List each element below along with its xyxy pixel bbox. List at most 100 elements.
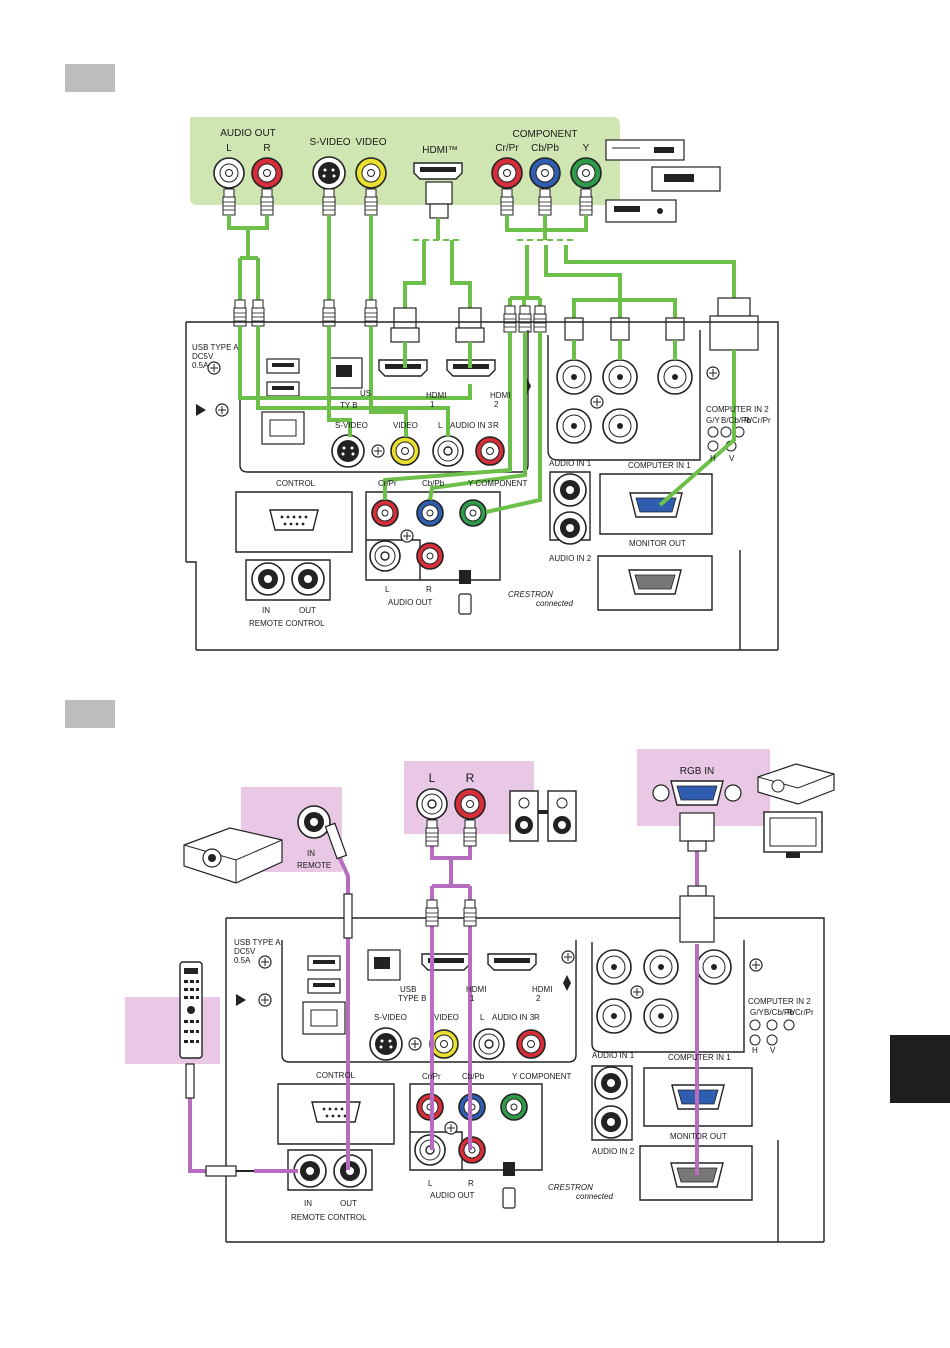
bottom-crpr-port-label: Cr/Pr [422, 1072, 441, 1081]
top-crpr-port-label: Cr/Pr [378, 479, 397, 488]
top-src-crpr-jack [491, 157, 523, 189]
top-audio-out-l-label: L [385, 585, 390, 594]
bottom-remote-control-label: REMOTE CONTROL [291, 1213, 367, 1222]
section-tag-bottom [65, 700, 115, 728]
chapter-tab [890, 1035, 950, 1103]
bottom-audio3-r-label: R [534, 1013, 540, 1022]
bottom-src-r-jack [454, 788, 486, 820]
bottom-audio-out-l-label: L [428, 1179, 433, 1188]
bottom-bcbpb-label: B/Cb/Pb [764, 1008, 794, 1017]
top-audio-l-label: L [226, 143, 232, 154]
top-src-video-jack [355, 157, 387, 189]
top-hdmi-label: HDMI™ [422, 145, 458, 156]
top-audio-out-label: AUDIO OUT [220, 128, 276, 139]
bottom-projector-panel [225, 917, 825, 1243]
top-y-label: Y [583, 143, 590, 154]
top-src-svideo-jack [312, 156, 346, 190]
top-audio3-r-label: R [493, 421, 499, 430]
bottom-component-port-label: Y COMPONENT [512, 1072, 572, 1081]
bottom-l-label: L [429, 771, 436, 785]
remote-control-icon [179, 961, 203, 1059]
bottom-audio-out-r-label: R [468, 1179, 474, 1188]
bottom-hdmi2-label: HDMI [532, 985, 552, 994]
top-v-label: V [729, 454, 735, 463]
bottom-connected-logo-text: connected [576, 1192, 613, 1201]
top-monitor-out-label: MONITOR OUT [629, 539, 686, 548]
top-hdmi2-num: 2 [494, 400, 499, 409]
bottom-rgb-in-port [652, 780, 742, 806]
top-crestron-logo-text: CRESTRON [508, 590, 553, 599]
top-computer-in2-label: COMPUTER IN 2 [706, 405, 769, 414]
top-src-cbpb-jack [529, 157, 561, 189]
top-connected-logo-text: connected [536, 599, 573, 608]
bottom-hdmi2-num: 2 [536, 994, 541, 1003]
bottom-audio-in3-label: AUDIO IN 3 [492, 1013, 535, 1022]
bottom-rcrpr-label: R/Cr/Pr [787, 1008, 814, 1017]
monitor-icon [763, 811, 823, 858]
top-remote-out-label: OUT [299, 606, 316, 615]
top-audio-in3-label: AUDIO IN 3 [450, 421, 493, 430]
top-audio-in1-label: AUDIO IN 1 [549, 459, 592, 468]
bottom-diagram: IN REMOTE L R RGB IN [125, 749, 835, 1243]
top-projector-panel [185, 321, 779, 651]
bottom-remote-in-port-label: IN [304, 1199, 312, 1208]
bottom-computer-in1-label: COMPUTER IN 1 [668, 1053, 731, 1062]
bottom-src-l-jack [416, 788, 448, 820]
bottom-audio-out-port-label: AUDIO OUT [430, 1191, 475, 1200]
bottom-svideo-port-label: S-VIDEO [374, 1013, 407, 1022]
bottom-video-port-label: VIDEO [434, 1013, 459, 1022]
top-svideo-port-label: S-VIDEO [335, 421, 368, 430]
bottom-remote-out-label: OUT [340, 1199, 357, 1208]
bottom-hdmi1-num: 1 [470, 994, 475, 1003]
section-tag-top [65, 64, 115, 92]
projector-icon-left [183, 827, 283, 884]
top-audio-out-port-label: AUDIO OUT [388, 598, 433, 607]
top-hdmi2-label: HDMI [490, 391, 510, 400]
top-video-label: VIDEO [355, 137, 386, 148]
bottom-purple-cables [188, 835, 699, 1175]
bottom-gy-label: G/Y [750, 1008, 764, 1017]
top-src-audio-r-jack [251, 157, 283, 189]
top-crpr-label: Cr/Pr [495, 143, 519, 154]
bottom-cbpb-port-label: Cb/Pb [462, 1072, 485, 1081]
bottom-usb-type-a-label: USB TYPE A [234, 938, 281, 947]
top-src-hdmi-port [413, 162, 463, 180]
bottom-audio-in2-label: AUDIO IN 2 [592, 1147, 635, 1156]
top-computer-in1-label: COMPUTER IN 1 [628, 461, 691, 470]
bottom-monitor-out-label: MONITOR OUT [670, 1132, 727, 1141]
top-dc5v-label: DC5V [192, 352, 214, 361]
top-diagram: AUDIO OUT L R S-VIDEO VIDEO HDMI™ COMPON… [185, 117, 779, 651]
top-component-label: COMPONENT [513, 129, 578, 140]
top-bcbpb-label: B/Cb/Pb [721, 416, 751, 425]
bottom-r-label: R [466, 771, 475, 785]
top-remote-in-label: IN [262, 606, 270, 615]
top-amp-label: 0.5A [192, 361, 209, 370]
bottom-audio3-l-label: L [480, 1013, 485, 1022]
bottom-rgb-in-label: RGB IN [680, 766, 714, 777]
top-hdmi1-label: HDMI [426, 391, 446, 400]
bottom-dc5v-label: DC5V [234, 947, 256, 956]
top-svideo-label: S-VIDEO [309, 137, 350, 148]
bottom-hdmi1-label: HDMI [466, 985, 486, 994]
top-usb-b-label: US [360, 389, 371, 398]
top-green-cables [227, 215, 736, 318]
bottom-v-label: V [770, 1046, 776, 1055]
top-source-devices-icon [605, 139, 721, 223]
bottom-remote-label: REMOTE [297, 861, 331, 870]
bottom-control-label: CONTROL [316, 1071, 356, 1080]
top-src-y-jack [570, 157, 602, 189]
top-audio-in2-label: AUDIO IN 2 [549, 554, 592, 563]
top-cbpb-port-label: Cb/Pb [422, 479, 445, 488]
top-type-b-label: TY B [340, 401, 358, 410]
top-audio-r-label: R [263, 143, 270, 154]
bottom-computer-in2-label: COMPUTER IN 2 [748, 997, 811, 1006]
bottom-usb-label: USB [400, 985, 416, 994]
top-hdmi1-num: 1 [430, 400, 435, 409]
top-rcrpr-label: R/Cr/Pr [744, 416, 771, 425]
top-src-audio-l-jack [213, 157, 245, 189]
bottom-crestron-logo-text: CRESTRON [548, 1183, 593, 1192]
bottom-remote-control-panel [125, 997, 220, 1064]
top-remote-control-label: REMOTE CONTROL [249, 619, 325, 628]
top-control-label: CONTROL [276, 479, 316, 488]
